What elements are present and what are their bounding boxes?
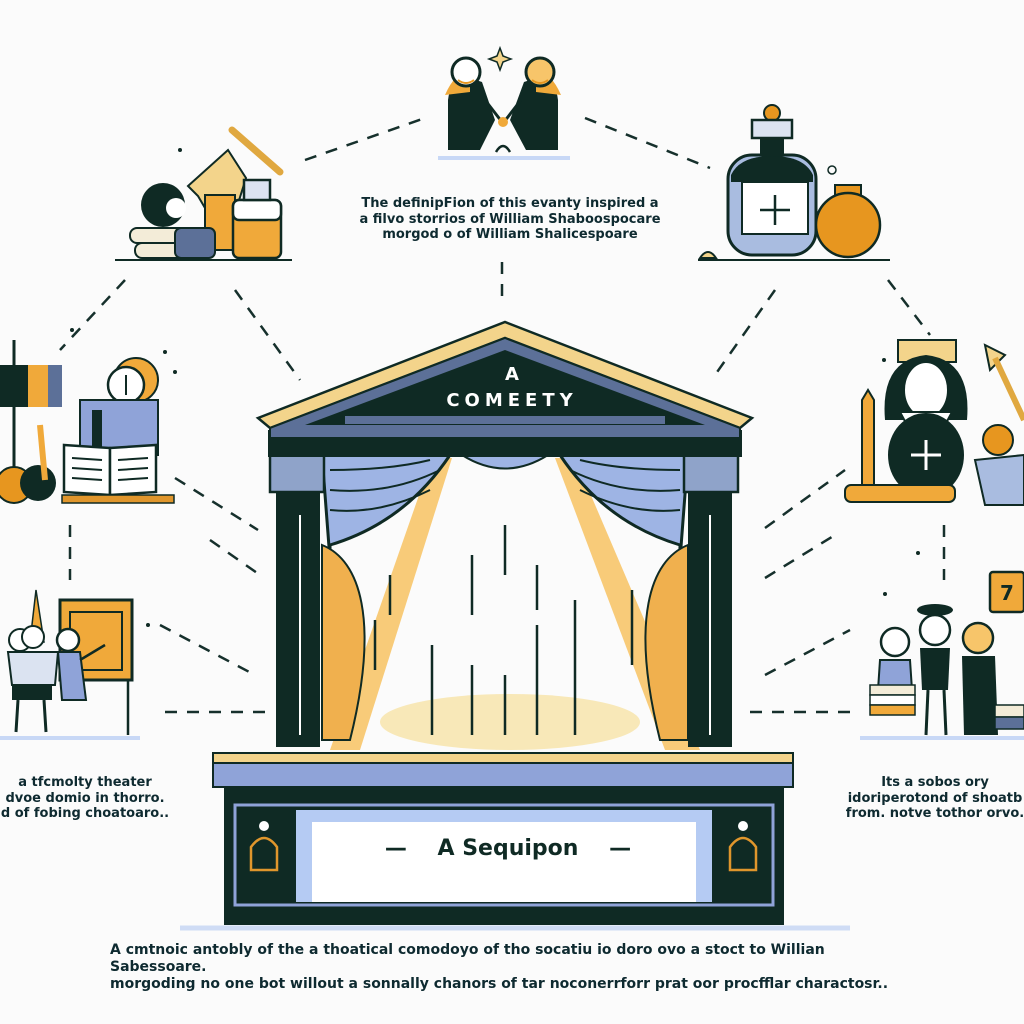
connector-mr-stage (764, 468, 846, 530)
stage-light-pool (380, 694, 640, 750)
lamp-clock-book-icon (0, 340, 175, 504)
speech-badge-number: 7 (1000, 581, 1014, 605)
caption-bottom: A cmtnoic antobly of the a thoatical com… (110, 942, 889, 992)
column-capital-left (268, 453, 326, 494)
connector-lines (59, 116, 946, 714)
sparkles (70, 148, 920, 627)
actors-shaking-hands-icon (438, 45, 570, 160)
plaque-title: A Sequipon (437, 836, 579, 861)
caption-left: a tfcmolty theater dvoe domio in thorro.… (0, 775, 170, 822)
pediment-face (305, 350, 705, 425)
column-left (276, 492, 320, 747)
column-capital-right (682, 453, 740, 494)
character-group-icon: 7 (860, 570, 1024, 740)
stage-floor (212, 762, 794, 788)
caption-top: The definipFion of this evanty inspired … (359, 196, 661, 243)
plaque-frame (233, 803, 775, 907)
curtain-folds (329, 459, 681, 512)
audience-easel-icon (0, 589, 140, 740)
curtain-left-drape (321, 543, 366, 741)
stage-door-left-icon (249, 821, 279, 872)
connector-tr-stage (713, 289, 777, 376)
connector-tr-down (887, 279, 931, 336)
connector-ml-stage-2 (209, 538, 261, 577)
plaque-dash-left: — (384, 836, 407, 861)
connector-bl-stage (159, 623, 256, 677)
books-skull-potion-icon (115, 126, 292, 261)
stage-lines (373, 525, 634, 735)
connector-top-left (304, 116, 426, 162)
plaque (312, 822, 696, 902)
theater-stage (180, 320, 850, 931)
connector-br-stage (764, 628, 851, 677)
shakespeare-bust-icon (844, 339, 1024, 506)
stage-floor-trim (212, 752, 794, 764)
curtain-right-drape (644, 543, 689, 741)
pediment-title: COMEETY (446, 390, 578, 411)
connector-mr-stage-2 (764, 533, 836, 580)
bottle-and-flask-icon (698, 104, 890, 261)
stage-door-right-icon (728, 821, 758, 872)
plaque-dash-right: — (609, 836, 632, 861)
connector-tl-stage (233, 289, 302, 381)
connector-top-right (584, 116, 711, 170)
connector-tl-down (59, 279, 126, 351)
caption-right: Its a sobos ory idoriperotond of shoatb … (845, 775, 1024, 822)
curtain-valance (458, 454, 552, 470)
connector-ml-stage (174, 476, 259, 532)
pediment-article: A (505, 364, 519, 385)
plaque-label: — A Sequipon — (320, 836, 696, 861)
